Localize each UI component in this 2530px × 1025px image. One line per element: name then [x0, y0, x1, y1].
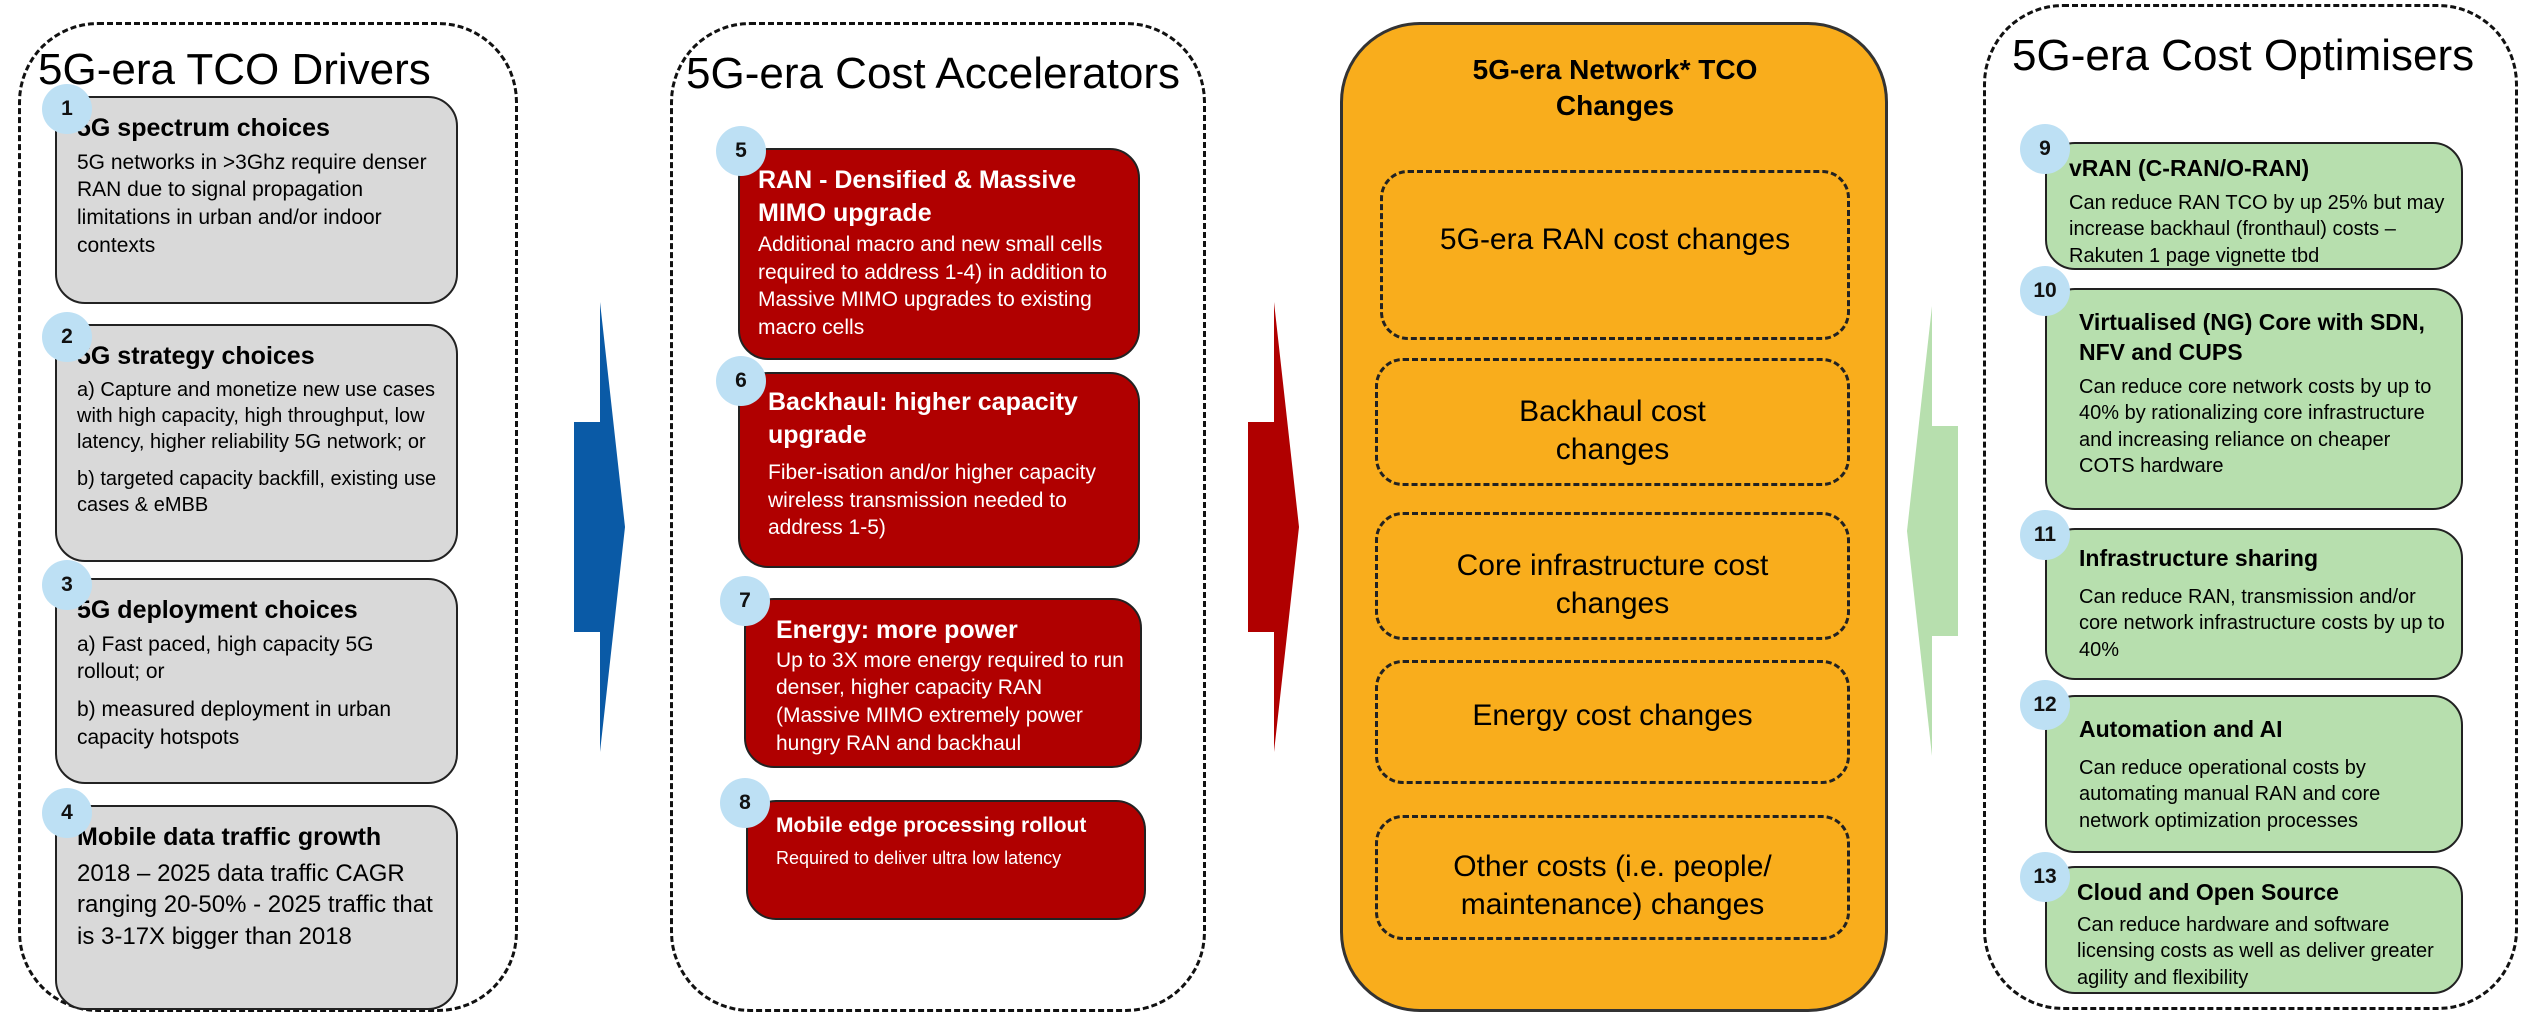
card-title: 5G spectrum choices: [77, 114, 330, 142]
number-badge-12: 12: [2020, 680, 2070, 730]
optimiser-card-12: Automation and AI Can reduce operational…: [2045, 695, 2463, 853]
tco-item-label: Energy cost changes: [1472, 699, 1753, 732]
number-badge-1: 1: [42, 84, 92, 134]
card-title: Automation and AI: [2079, 716, 2283, 742]
card-body: Can reduce RAN, transmission and/or core…: [2079, 585, 2445, 661]
card-title: Energy: more power: [776, 616, 1018, 644]
card-body: Required to deliver ultra low latency: [776, 848, 1062, 869]
number-badge-6: 6: [716, 356, 766, 406]
tco-item-energy: Energy cost changes: [1375, 660, 1850, 784]
tco-item-label: Other costs (i.e. people/ maintenance) c…: [1453, 850, 1772, 921]
number-badge-8: 8: [720, 778, 770, 828]
driver-card-1: 5G spectrum choices 5G networks in >3Ghz…: [55, 96, 458, 304]
accelerator-card-5: RAN - Densified & Massive MIMO upgrade A…: [738, 148, 1140, 360]
accelerators-title: 5G-era Cost Accelerators: [686, 49, 1180, 98]
number-badge-13: 13: [2020, 852, 2070, 902]
tco-item-core: Core infrastructure cost changes: [1375, 512, 1850, 640]
driver-card-4: Mobile data traffic growth 2018 – 2025 d…: [55, 805, 458, 1010]
green-arrow-icon: [1907, 306, 1958, 756]
card-body: a) Capture and monetize new use cases wi…: [77, 378, 437, 517]
card-body: Can reduce core network costs by up to 4…: [2079, 375, 2432, 477]
driver-card-3: 5G deployment choices a) Fast paced, hig…: [55, 578, 458, 784]
optimiser-card-11: Infrastructure sharing Can reduce RAN, t…: [2045, 528, 2463, 680]
optimiser-card-9: vRAN (C-RAN/O-RAN) Can reduce RAN TCO by…: [2045, 142, 2463, 270]
card-body: Can reduce operational costs by automati…: [2079, 756, 2381, 832]
card-body: Additional macro and new small cells req…: [758, 233, 1108, 340]
card-body: Up to 3X more energy required to run den…: [776, 648, 1124, 755]
card-title: Mobile data traffic growth: [77, 823, 382, 851]
blue-arrow-icon: [574, 302, 625, 752]
card-body: Can reduce RAN TCO by up 25% but may inc…: [2069, 191, 2445, 267]
tco-item-label: Backhaul cost changes: [1519, 395, 1706, 466]
optimisers-title: 5G-era Cost Optimisers: [2012, 31, 2475, 80]
card-body: 2018 – 2025 data traffic CAGR ranging 20…: [77, 859, 433, 950]
card-body: Fiber-isation and/or higher capacity wir…: [768, 461, 1097, 540]
card-title: Infrastructure sharing: [2079, 545, 2318, 571]
number-badge-4: 4: [42, 788, 92, 838]
accelerator-card-6: Backhaul: higher capacity upgrade Fiber-…: [738, 372, 1140, 568]
red-arrow-icon: [1248, 302, 1299, 752]
optimiser-card-10: Virtualised (NG) Core with SDN, NFV and …: [2045, 288, 2463, 510]
number-badge-2: 2: [42, 312, 92, 362]
card-body: 5G networks in >3Ghz require denser RAN …: [77, 150, 427, 257]
drivers-panel: [18, 22, 518, 1012]
card-title: Cloud and Open Source: [2077, 879, 2339, 905]
tco-changes-title: 5G-era Network* TCO Changes: [1472, 54, 1758, 122]
card-title: 5G deployment choices: [77, 596, 358, 624]
tco-item-backhaul: Backhaul cost changes: [1375, 358, 1850, 486]
driver-card-2: 5G strategy choices a) Capture and monet…: [55, 324, 458, 562]
number-badge-10: 10: [2020, 266, 2070, 316]
number-badge-5: 5: [716, 126, 766, 176]
optimiser-card-13: Cloud and Open Source Can reduce hardwar…: [2045, 866, 2463, 994]
optimisers-panel: [1983, 4, 2518, 1010]
tco-item-other: Other costs (i.e. people/ maintenance) c…: [1375, 815, 1850, 940]
card-title: vRAN (C-RAN/O-RAN): [2069, 155, 2310, 181]
tco-changes-panel: [1340, 22, 1888, 1012]
tco-item-label: 5G-era RAN cost changes: [1439, 223, 1791, 256]
card-title: Virtualised (NG) Core with SDN, NFV and …: [2079, 309, 2425, 365]
accelerators-panel: [670, 22, 1206, 1012]
accelerator-card-8: Mobile edge processing rollout Required …: [746, 800, 1146, 920]
accelerator-card-7: Energy: more power Up to 3X more energy …: [744, 598, 1142, 768]
card-body: a) Fast paced, high capacity 5G rollout;…: [77, 632, 392, 749]
card-title: 5G strategy choices: [77, 342, 315, 370]
number-badge-11: 11: [2020, 510, 2070, 560]
card-body: Can reduce hardware and software licensi…: [2077, 913, 2434, 989]
tco-item-label: Core infrastructure cost changes: [1456, 549, 1769, 620]
card-title: RAN - Densified & Massive MIMO upgrade: [758, 166, 1077, 227]
card-title: Mobile edge processing rollout: [776, 814, 1087, 837]
number-badge-7: 7: [720, 576, 770, 626]
tco-item-ran: 5G-era RAN cost changes: [1380, 170, 1850, 340]
number-badge-3: 3: [42, 560, 92, 610]
number-badge-9: 9: [2020, 124, 2070, 174]
card-title: Backhaul: higher capacity upgrade: [768, 388, 1078, 449]
drivers-title: 5G-era TCO Drivers: [38, 45, 431, 94]
